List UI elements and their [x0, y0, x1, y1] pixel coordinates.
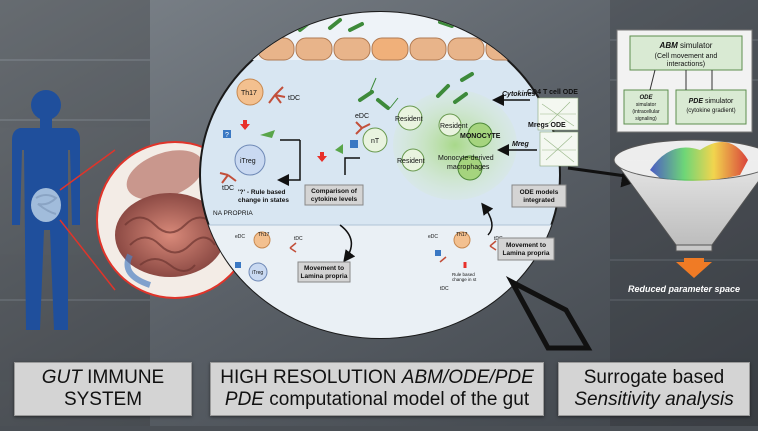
rule-based-label-2: change in states	[238, 197, 289, 204]
funnel	[613, 139, 758, 252]
response-surface	[650, 142, 748, 181]
ode-title: ODE	[639, 95, 653, 101]
caption-mid-2a: PDE	[224, 389, 264, 410]
caption-gut-word: GUT	[41, 367, 82, 388]
itreg-cell	[234, 144, 266, 176]
cd4-ode-edges	[540, 101, 576, 127]
ode-line4: signaling)	[635, 116, 657, 122]
bacteria-green	[358, 72, 474, 110]
comparison-label-2: cytokine levels	[311, 196, 358, 203]
cell-resident-3: Resident	[397, 158, 425, 165]
tdc-top-cell	[268, 86, 286, 104]
macrophage-zone	[393, 90, 517, 200]
lamina-label: NA PROPRIA	[213, 210, 253, 217]
mini-edc2: eDC	[428, 234, 438, 240]
flagella	[369, 77, 399, 109]
abm-simulator-title: ABM simulator	[659, 41, 713, 50]
tdc-bottom-cell	[219, 172, 237, 184]
zoom-line-top	[59, 149, 116, 191]
mregs-ode-edges	[542, 135, 576, 163]
comparison-arrow-left	[277, 140, 301, 186]
th17-cell	[236, 78, 264, 106]
comparison-arrow-right	[344, 157, 360, 175]
question-box	[223, 130, 231, 138]
caption-high-resolution: HIGH RESOLUTION ABM/ODE/PDE PDE computat…	[210, 362, 544, 416]
ode-integrated-2: integrated	[523, 197, 554, 204]
cell-edc: eDC	[355, 113, 369, 120]
ode-integrated-box	[511, 184, 567, 208]
zoom-line-bottom	[59, 219, 116, 291]
movement-a-1: Movement to	[304, 265, 344, 272]
caption-gut-immune: GUT IMMUNE SYSTEM	[14, 362, 192, 416]
movement-b-1: Movement to	[506, 242, 546, 249]
cell-monocyte-derived-2: macrophages	[447, 164, 490, 171]
caption-sensitivity-line: Sensitivity analysis	[574, 389, 734, 410]
abm-sub-2: interactions)	[667, 61, 705, 68]
caption-mid-1b: ABM/ODE/PDE	[401, 367, 534, 388]
human-body-figure	[12, 90, 80, 330]
pde-sub: (cytokine gradient)	[686, 108, 735, 114]
edc-cell	[355, 121, 371, 135]
movement-box-b	[497, 237, 555, 261]
caption-system-word: SYSTEM	[63, 389, 143, 410]
mini-itreg: iTreg	[252, 270, 263, 276]
cell-itreg: iTreg	[240, 158, 256, 165]
question-box-2	[350, 140, 358, 148]
resident-macrophages	[397, 105, 493, 181]
pde-simulator-title: PDE simulator	[689, 98, 734, 105]
movement-b-2: Lamina propria	[503, 250, 550, 257]
cytokines-label: Cytokines	[502, 91, 536, 98]
ode-line2: simulator	[636, 102, 657, 108]
mreg-label: Mreg	[512, 141, 529, 148]
comparison-label-1: Comparison of	[311, 188, 358, 195]
ode-line3: (intracellular	[632, 109, 660, 115]
mini-tdc3: tDC	[440, 286, 449, 292]
caption-surrogate-line: Surrogate based	[583, 367, 725, 388]
movement-a-2: Lamina propria	[301, 273, 348, 280]
orange-down-arrow	[676, 258, 712, 278]
movement-box-a	[297, 261, 351, 283]
reduced-space-label: Reduced parameter space	[628, 284, 740, 294]
mini-inset-left	[235, 231, 297, 282]
mini-rule1: Rule based	[452, 272, 475, 277]
comparison-box	[304, 184, 364, 206]
caption-immune-word: IMMUNE	[81, 367, 165, 388]
red-arrowhead	[240, 124, 250, 130]
magnifier-handle	[505, 276, 593, 351]
caption-mid-2b: computational model of the gut	[263, 389, 530, 410]
red-arrowhead-2	[317, 156, 327, 162]
question-mark: ?	[225, 132, 229, 139]
caption-surrogate: Surrogate based Sensitivity analysis	[558, 362, 750, 416]
cell-tdc-top: tDC	[288, 95, 300, 102]
green-arrow	[260, 130, 275, 138]
mregs-ode-label: Mregs ODE	[528, 122, 566, 129]
cd4-ode-label: CD4 T cell ODE	[527, 89, 578, 96]
mini-tdc: tDC	[294, 236, 303, 242]
cell-tdc-bottom: tDC	[222, 185, 234, 192]
curved-arrow-right	[481, 202, 494, 236]
mini-edc: eDC	[235, 234, 245, 240]
mini-rule2: change in st	[452, 277, 477, 282]
cell-resident-1: Resident	[395, 116, 423, 123]
abm-sub-1: (Cell movement and	[655, 53, 718, 60]
mini-inset-right	[435, 231, 497, 268]
caption-mid-1a: HIGH RESOLUTION	[220, 367, 402, 388]
mini-th17b: Th17	[456, 232, 468, 238]
cell-resident-2: Resident	[440, 123, 468, 130]
cell-monocyte-derived-1: Monocyte-derived	[438, 155, 494, 162]
mini-th17: Th17	[258, 232, 270, 238]
simulator-panel	[616, 29, 753, 133]
ode-integrated-1: ODE models	[520, 189, 559, 196]
curved-arrow-left	[339, 224, 356, 263]
green-arrow-2	[335, 144, 343, 154]
body-gut-highlight	[31, 188, 61, 222]
cell-monocyte: MONOCYTE	[460, 133, 501, 140]
nt-cell	[362, 127, 388, 153]
cell-th17: Th17	[241, 90, 257, 97]
cell-nt: nT	[371, 138, 380, 145]
rule-based-label-1: '?' - Rule based	[238, 189, 286, 196]
